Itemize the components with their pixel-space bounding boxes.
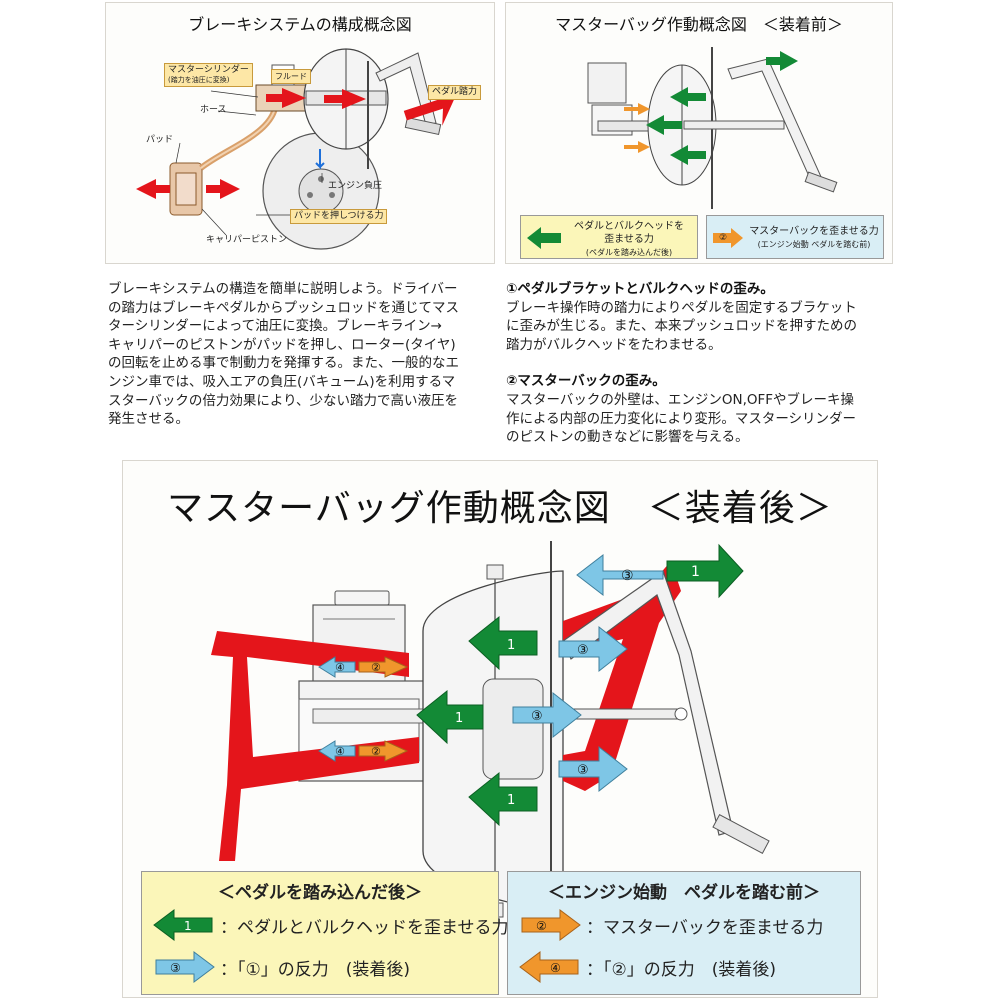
after-legend-left-heading: ＜ペダルを踏み込んだ後＞ — [218, 883, 422, 903]
green-arrow-top — [766, 51, 798, 71]
blue-arrow-3-lower: ③ — [558, 745, 628, 793]
hose-label: ホース — [200, 105, 227, 115]
master-cylinder-tag: マスターシリンダー (踏力を油圧に変換) — [164, 63, 253, 87]
arrow-label-1: 1 — [691, 564, 700, 580]
pedal-force-arrow — [403, 98, 455, 126]
arrow-label-1c: 1 — [455, 711, 463, 726]
before-legend-left: ペダルとバルクヘッドを 歪ませる力 (ペダルを踏み込んだ後) — [520, 215, 698, 259]
heading-master-back: ②マスターバックの歪み。 — [506, 373, 666, 390]
brake-system-panel: ブレーキシステムの構成概念図 — [105, 2, 495, 264]
pad-force-arrow-left — [136, 179, 170, 199]
after-arrows: 1 ③ 1 1 1 ③ ③ ③ — [318, 543, 744, 827]
green-arrow-center: 1 — [416, 689, 484, 745]
blue-arrow-3-upper: ③ — [558, 625, 628, 673]
arrow-label-3a: ③ — [621, 568, 634, 584]
orange-arrow-1 — [624, 103, 650, 115]
legend-left-row-2: ③ ：「①」の反力 (装着後) — [154, 950, 410, 984]
before-legend-left-text: ペダルとバルクヘッドを 歪ませる力 (ペダルを踏み込んだ後) — [574, 221, 684, 257]
legend-blue-arrow-icon — [155, 951, 215, 983]
green-arrow-1 — [670, 87, 706, 107]
legend-orange-back-arrow-icon — [519, 951, 579, 983]
arrow-pair-upper: ④ ② — [318, 656, 409, 678]
master-force-arrow — [266, 88, 306, 108]
blue-arrow-3-center: ③ — [512, 691, 582, 739]
legend-right-row-1-text: ：マスターバックを歪ませる力 — [586, 917, 824, 938]
legend-right-row-1: ② ：マスターバックを歪ませる力 — [520, 908, 823, 942]
green-arrow-booster-top: 1 — [468, 615, 538, 671]
red-brace-right — [563, 561, 681, 791]
legend-right-row-2: ④ ：「②」の反力 (装着後) — [519, 950, 777, 984]
green-arrow-3 — [670, 145, 706, 165]
arrow-label-3d: ③ — [577, 763, 589, 778]
before-install-diagram — [587, 47, 838, 209]
legend-left-row-1-text: ：ペダルとバルクヘッドを歪ませる力 — [220, 917, 509, 938]
arrow-label-4b: ④ — [335, 745, 345, 758]
after-install-panel: マスターバッグ作動概念図 ＜装着後＞ 1 — [122, 460, 878, 998]
legend-arrow-label-1: 1 — [184, 919, 192, 933]
after-legend-left: ＜ペダルを踏み込んだ後＞ 1 ：ペダルとバルクヘッドを歪ませる力 ③ ：「①」の… — [141, 871, 509, 995]
before-legend-right-text: マスターバックを歪ませる力 (エンジン始動 ペダルを踏む前) — [749, 226, 879, 249]
arrow-label-2b: ② — [371, 745, 381, 758]
arrow-pair-lower: ④ ② — [318, 740, 409, 762]
green-arrow-2 — [646, 115, 682, 135]
pedal-force-tag: ペダル踏力 — [428, 85, 482, 100]
pad-label: パッド — [146, 135, 174, 145]
pad-force-arrow-right — [206, 179, 240, 199]
arrow-label-4a: ④ — [335, 661, 345, 674]
before-legend-right: ② マスターバックを歪ませる力 (エンジン始動 ペダルを踏む前) — [706, 215, 884, 259]
legend-orange-arrow — [713, 228, 743, 248]
legend-left-row-1: 1 ：ペダルとバルクヘッドを歪ませる力 — [153, 908, 509, 942]
pad-push-tag: パッドを押しつける力 — [290, 209, 388, 224]
heading-pedal-bracket: ①ペダルブラケットとバルクヘッドの歪み。 — [506, 281, 774, 297]
brake-system-title: ブレーキシステムの構成概念図 — [188, 15, 412, 34]
legend-green-arrow — [527, 227, 561, 249]
legend-orange-arrow-icon — [521, 909, 581, 941]
after-legend-right: ＜エンジン始動 ペダルを踏む前＞ ② ：マスターバックを歪ませる力 ④ ：「②」… — [507, 871, 861, 995]
legend-arrow-label-4: ④ — [550, 961, 561, 975]
after-legend-right-heading: ＜エンジン始動 ペダルを踏む前＞ — [548, 883, 820, 903]
green-arrow-1-top: 1 — [666, 543, 744, 599]
legend-arrow-label-3: ③ — [170, 961, 181, 975]
arrow-label-1b: 1 — [507, 638, 515, 653]
before-install-panel: マスターバッグ作動概念図 ＜装着前＞ ペダルとバルクヘッドを 歪ませる力 (ペダ… — [505, 2, 893, 264]
arrow-label-1d: 1 — [507, 793, 515, 808]
legend-arrow-label-2: ② — [536, 919, 547, 933]
brake-explanation: ブレーキシステムの構造を簡単に説明しよう。ドライバー の踏力はブレーキペダルから… — [108, 281, 459, 428]
pedal-pad — [712, 813, 770, 855]
arrow-label-2a: ② — [371, 661, 381, 674]
engine-vacuum-label: エンジン負圧 — [328, 181, 383, 191]
before-install-title: マスターバッグ作動概念図 ＜装着前＞ — [555, 15, 843, 34]
distortion-explanation: ①ペダルブラケットとバルクヘッドの歪み。 ブレーキ操作時の踏力によりペダルを固定… — [506, 281, 857, 446]
legend-green-arrow-icon — [153, 909, 213, 941]
fluid-tag: フルード — [271, 69, 311, 84]
arrow-label-3b: ③ — [577, 643, 589, 658]
after-install-title: マスターバッグ作動概念図 ＜装着後＞ — [167, 488, 833, 529]
caliper-piston-label: キャリパーピストン — [206, 235, 288, 245]
arrow-label-3c: ③ — [531, 709, 543, 724]
orange-arrow-2 — [624, 141, 650, 153]
booster-input-arrow — [324, 89, 366, 109]
green-arrow-booster-bottom: 1 — [468, 771, 538, 827]
brake-system-diagram — [136, 48, 455, 250]
vacuum-arrow — [315, 149, 325, 170]
blue-arrow-3-top: ③ — [576, 553, 664, 597]
legend-orange-number: ② — [719, 233, 728, 243]
legend-left-row-2-text: ：「①」の反力 (装着後) — [220, 959, 411, 980]
legend-right-row-2-text: ：「②」の反力 (装着後) — [586, 959, 777, 980]
